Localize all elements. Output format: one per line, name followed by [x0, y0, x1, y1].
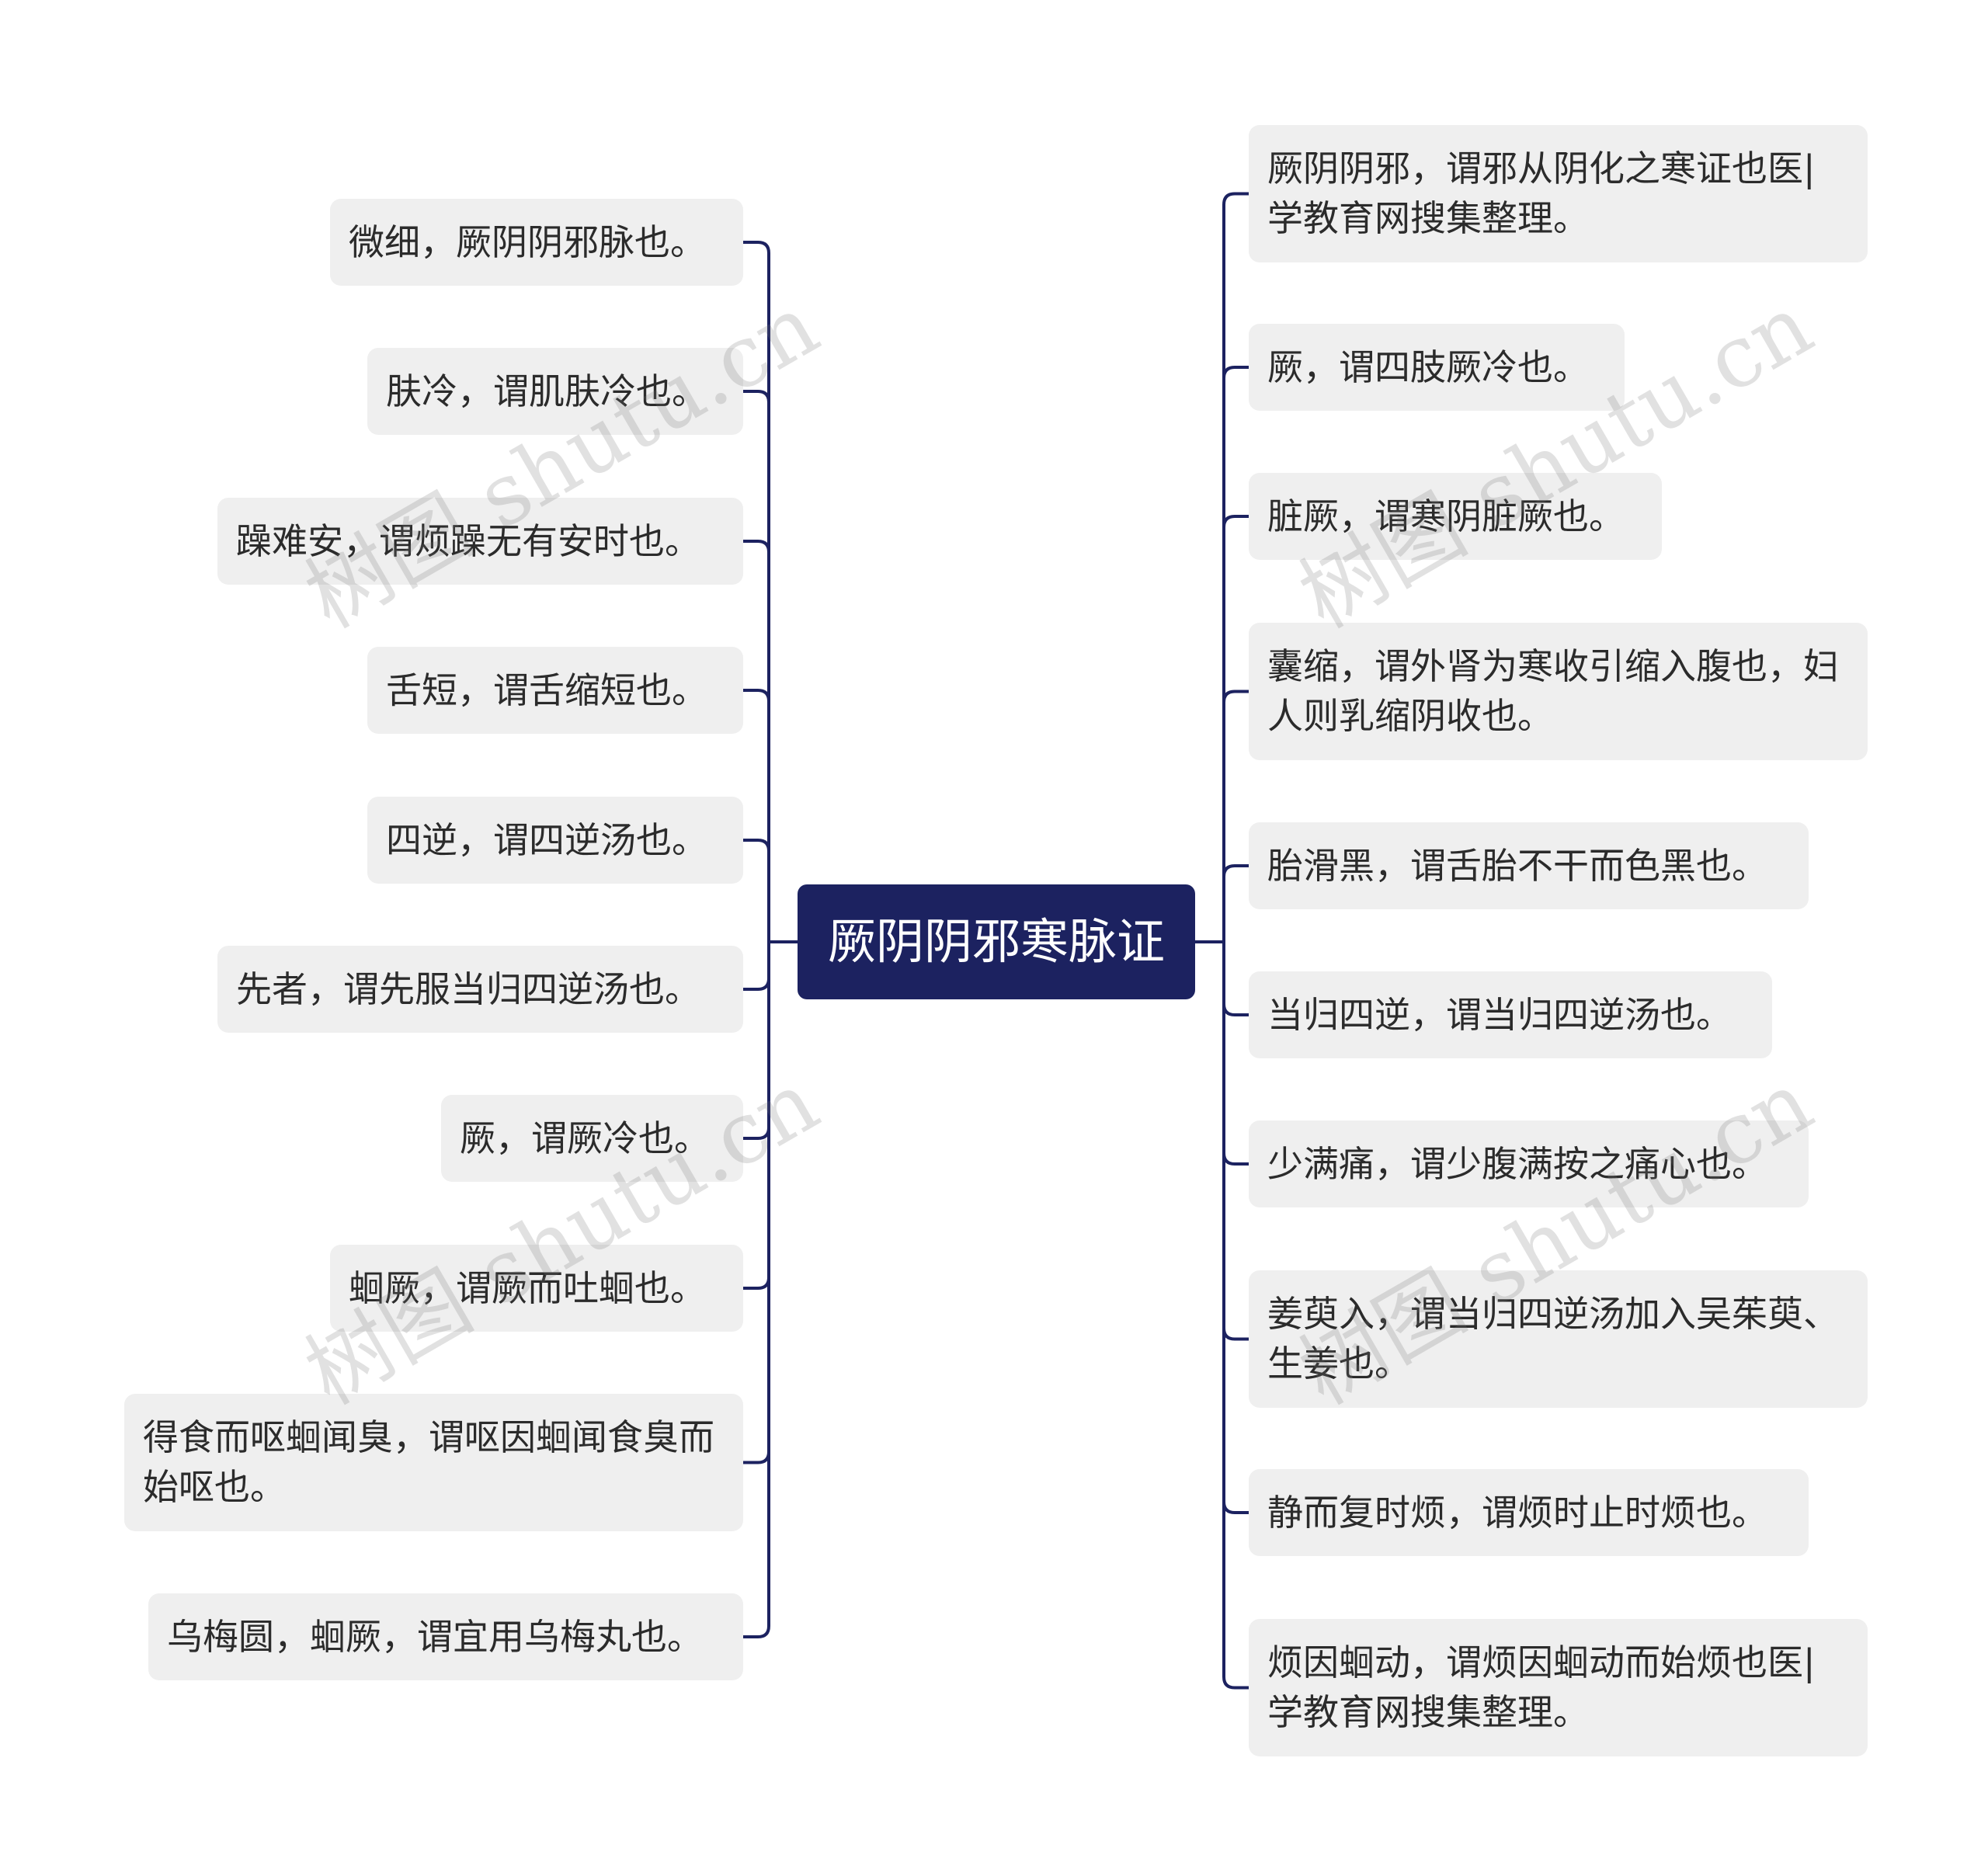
right-branch-node-3[interactable]: 脏厥，谓寒阴脏厥也。 — [1249, 473, 1662, 560]
left-branch-node-6[interactable]: 先者，谓先服当归四逆汤也。 — [217, 946, 743, 1033]
left-branch-link-5 — [743, 839, 770, 852]
right-branch-node-6[interactable]: 当归四逆，谓当归四逆汤也。 — [1249, 971, 1772, 1058]
right-branch-link-8 — [1222, 1328, 1249, 1341]
left-branch-link-10 — [743, 1625, 770, 1638]
left-branch-link-8 — [743, 1277, 770, 1290]
left-branch-link-7 — [743, 1127, 770, 1140]
left-branch-node-3[interactable]: 躁难安，谓烦躁无有安时也。 — [217, 498, 743, 585]
left-branch-node-10[interactable]: 乌梅圆，蛔厥，谓宜用乌梅丸也。 — [148, 1593, 743, 1680]
right-branch-link-6 — [1222, 1003, 1249, 1016]
left-branch-link-1 — [743, 241, 770, 254]
right-branch-link-1 — [1222, 192, 1249, 205]
right-branch-link-9 — [1222, 1501, 1249, 1514]
right-branch-link-3 — [1222, 515, 1249, 528]
right-branch-link-10 — [1222, 1676, 1249, 1690]
left-branch-link-6 — [743, 978, 770, 991]
left-branch-node-9[interactable]: 得食而呕蛔闻臭，谓呕因蛔闻食臭而始呕也。 — [124, 1394, 743, 1531]
left-branch-node-1[interactable]: 微细，厥阴阴邪脉也。 — [330, 199, 743, 286]
right-branch-link-2 — [1222, 366, 1249, 379]
right-branch-node-2[interactable]: 厥，谓四肢厥冷也。 — [1249, 324, 1625, 411]
right-branch-link-5 — [1222, 864, 1249, 877]
right-branch-node-4[interactable]: 囊缩，谓外肾为寒收引缩入腹也，妇人则乳缩阴收也。 — [1249, 623, 1868, 760]
left-branch-link-3 — [743, 540, 770, 553]
right-branch-node-8[interactable]: 姜萸入，谓当归四逆汤加入吴茱萸、生姜也。 — [1249, 1270, 1868, 1408]
right-branch-node-9[interactable]: 静而复时烦，谓烦时止时烦也。 — [1249, 1469, 1809, 1556]
left-branch-link-4 — [743, 689, 770, 702]
right-branch-node-1[interactable]: 厥阴阴邪，谓邪从阴化之寒证也医|学教育网搜集整理。 — [1249, 125, 1868, 262]
left-branch-link-2 — [743, 390, 770, 403]
right-branch-link-4 — [1222, 690, 1249, 703]
left-branch-node-7[interactable]: 厥，谓厥冷也。 — [441, 1095, 743, 1182]
right-branch-node-10[interactable]: 烦因蛔动，谓烦因蛔动而始烦也医|学教育网搜集整理。 — [1249, 1619, 1868, 1756]
right-branch-node-5[interactable]: 胎滑黑，谓舌胎不干而色黑也。 — [1249, 822, 1809, 909]
root-topic[interactable]: 厥阴阴邪寒脉证 — [798, 884, 1195, 999]
right-branch-node-7[interactable]: 少满痛，谓少腹满按之痛心也。 — [1249, 1120, 1809, 1207]
left-branch-node-2[interactable]: 肤冷，谓肌肤冷也。 — [367, 348, 743, 435]
left-branch-node-4[interactable]: 舌短，谓舌缩短也。 — [367, 647, 743, 734]
left-branch-node-5[interactable]: 四逆，谓四逆汤也。 — [367, 797, 743, 884]
right-branch-link-7 — [1222, 1152, 1249, 1166]
left-branch-node-8[interactable]: 蛔厥，谓厥而吐蛔也。 — [330, 1245, 743, 1332]
left-branch-link-9 — [743, 1451, 770, 1464]
